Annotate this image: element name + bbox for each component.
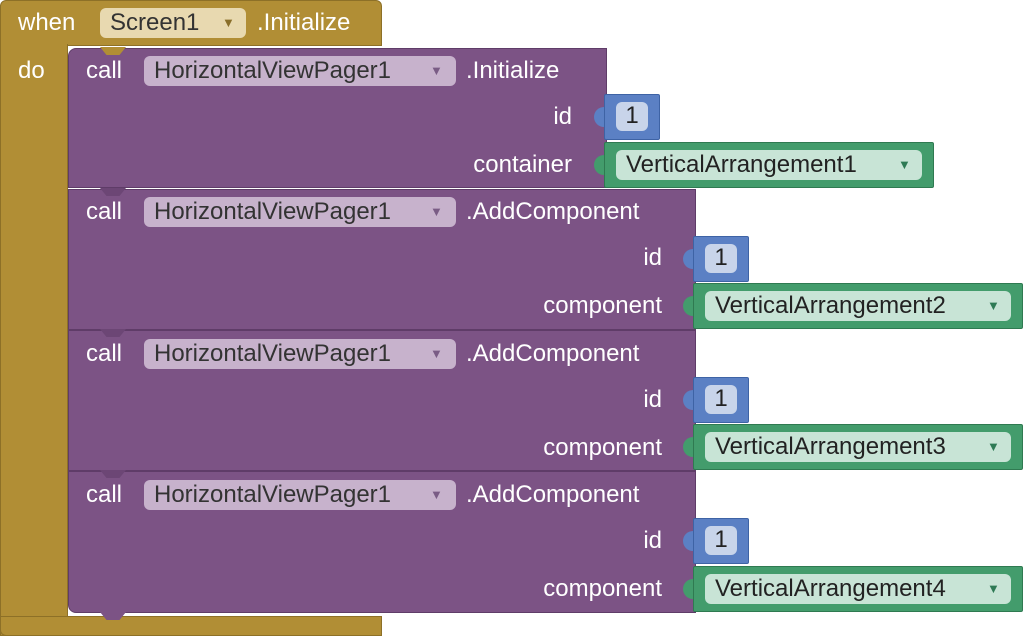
component-dropdown[interactable]: VerticalArrangement1 ▼: [616, 150, 922, 180]
chevron-down-icon: ▼: [987, 439, 1000, 454]
do-keyword: do: [18, 57, 45, 84]
component-dropdown-label: HorizontalViewPager1: [154, 57, 392, 84]
input-plug: [683, 296, 693, 316]
chevron-down-icon: ▼: [987, 298, 1000, 313]
number-block[interactable]: [693, 377, 749, 423]
arg-component-label: component: [543, 434, 662, 461]
block-connector-notch: [100, 470, 126, 478]
block-connector-notch: [100, 188, 126, 196]
arg-id-label: id: [643, 244, 662, 271]
component-dropdown[interactable]: VerticalArrangement4 ▼: [705, 574, 1011, 604]
block-connector-notch: [100, 47, 126, 55]
arg-id-label: id: [553, 103, 572, 130]
method-label: .AddComponent: [466, 340, 640, 367]
event-method-label: .Initialize: [257, 9, 351, 36]
component-dropdown[interactable]: VerticalArrangement3 ▼: [705, 432, 1011, 462]
screen-component-dropdown[interactable]: Screen1 ▼: [100, 8, 246, 38]
input-plug: [683, 531, 693, 551]
input-plug: [594, 155, 604, 175]
component-dropdown[interactable]: HorizontalViewPager1 ▼: [144, 339, 456, 369]
input-plug: [683, 390, 693, 410]
input-plug: [683, 437, 693, 457]
call-keyword: call: [86, 57, 123, 84]
chevron-down-icon: ▼: [430, 346, 443, 361]
arg-id-label: id: [643, 386, 662, 413]
event-block-spine: [0, 44, 68, 636]
component-dropdown-label: VerticalArrangement1: [626, 151, 857, 178]
chevron-down-icon: ▼: [430, 487, 443, 502]
chevron-down-icon: ▼: [898, 157, 911, 172]
input-plug: [683, 579, 693, 599]
chevron-down-icon: ▼: [430, 204, 443, 219]
component-dropdown-label: HorizontalViewPager1: [154, 340, 392, 367]
input-plug: [594, 107, 604, 127]
component-dropdown[interactable]: VerticalArrangement2 ▼: [705, 291, 1011, 321]
component-dropdown[interactable]: HorizontalViewPager1 ▼: [144, 197, 456, 227]
number-value[interactable]: 1: [616, 102, 648, 131]
arg-component-label: component: [543, 575, 662, 602]
component-dropdown-label: VerticalArrangement2: [715, 292, 946, 319]
when-keyword: when: [18, 9, 76, 36]
component-dropdown-label: VerticalArrangement4: [715, 575, 946, 602]
call-keyword: call: [86, 340, 123, 367]
block-connector-notch: [100, 329, 126, 337]
component-dropdown[interactable]: HorizontalViewPager1 ▼: [144, 56, 456, 86]
component-dropdown[interactable]: HorizontalViewPager1 ▼: [144, 480, 456, 510]
chevron-down-icon: ▼: [430, 63, 443, 78]
screen-component-label: Screen1: [110, 9, 200, 36]
number-value[interactable]: 1: [705, 244, 737, 273]
chevron-down-icon: ▼: [987, 581, 1000, 596]
method-label: .Initialize: [466, 57, 560, 84]
arg-id-label: id: [643, 527, 662, 554]
method-label: .AddComponent: [466, 481, 640, 508]
arg-container-label: container: [473, 151, 572, 178]
call-keyword: call: [86, 481, 123, 508]
call-keyword: call: [86, 198, 123, 225]
component-dropdown-label: HorizontalViewPager1: [154, 481, 392, 508]
input-plug: [683, 249, 693, 269]
number-value[interactable]: 1: [705, 526, 737, 555]
event-block-footer: [0, 616, 382, 636]
block-bottom-tab: [100, 612, 126, 620]
method-label: .AddComponent: [466, 198, 640, 225]
arg-component-label: component: [543, 292, 662, 319]
chevron-down-icon: ▼: [222, 15, 235, 30]
component-dropdown-label: HorizontalViewPager1: [154, 198, 392, 225]
component-dropdown-label: VerticalArrangement3: [715, 433, 946, 460]
number-value[interactable]: 1: [705, 385, 737, 414]
